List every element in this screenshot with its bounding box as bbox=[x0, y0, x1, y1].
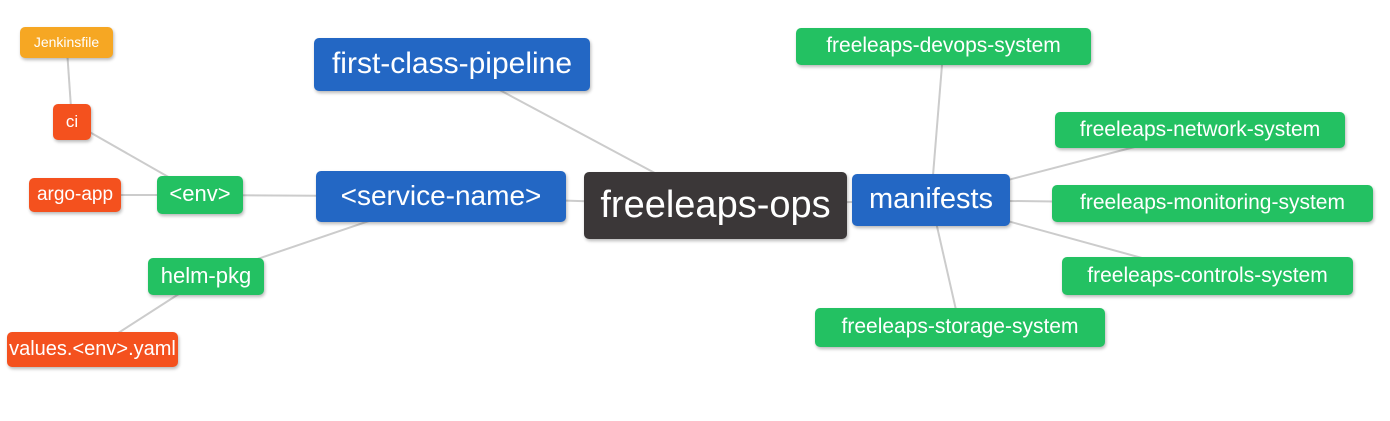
node-helm-pkg[interactable]: helm-pkg bbox=[148, 258, 264, 295]
node-first-class-pipeline[interactable]: first-class-pipeline bbox=[314, 38, 590, 91]
node-label: ci bbox=[65, 111, 79, 131]
node-values-env-yaml[interactable]: values.<env>.yaml bbox=[7, 332, 178, 367]
node-freeleaps-network-system[interactable]: freeleaps-network-system bbox=[1055, 112, 1345, 148]
node-freeleaps-monitoring-system[interactable]: freeleaps-monitoring-system bbox=[1052, 185, 1373, 222]
node-argo-app[interactable]: argo-app bbox=[29, 178, 121, 212]
node-label: freeleaps-devops-system bbox=[826, 34, 1061, 57]
node-label: freeleaps-storage-system bbox=[841, 315, 1079, 338]
node-manifests[interactable]: manifests bbox=[852, 174, 1010, 226]
node-freeleaps-controls-system[interactable]: freeleaps-controls-system bbox=[1062, 257, 1353, 295]
node-label: <env> bbox=[169, 181, 231, 206]
node-service-name[interactable]: <service-name> bbox=[316, 171, 566, 222]
node-label: freeleaps-network-system bbox=[1079, 117, 1321, 141]
node-freeleaps-ops[interactable]: freeleaps-ops bbox=[584, 172, 847, 239]
node-label: helm-pkg bbox=[160, 262, 252, 288]
node-label: Jenkinsfile bbox=[33, 33, 100, 50]
node-freeleaps-devops-system[interactable]: freeleaps-devops-system bbox=[796, 28, 1091, 65]
node-label: freeleaps-monitoring-system bbox=[1080, 191, 1345, 214]
node-freeleaps-storage-system[interactable]: freeleaps-storage-system bbox=[815, 308, 1105, 347]
node-ci[interactable]: ci bbox=[53, 104, 91, 140]
node-jenkinsfile[interactable]: Jenkinsfile bbox=[20, 27, 113, 58]
node-label: manifests bbox=[868, 182, 994, 215]
node-env[interactable]: <env> bbox=[157, 176, 243, 214]
node-label: values.<env>.yaml bbox=[9, 337, 176, 360]
node-label: argo-app bbox=[36, 183, 114, 205]
node-label: freeleaps-controls-system bbox=[1087, 263, 1328, 287]
node-label: <service-name> bbox=[340, 179, 542, 211]
node-label: first-class-pipeline bbox=[331, 46, 573, 80]
node-label: freeleaps-ops bbox=[600, 183, 831, 226]
